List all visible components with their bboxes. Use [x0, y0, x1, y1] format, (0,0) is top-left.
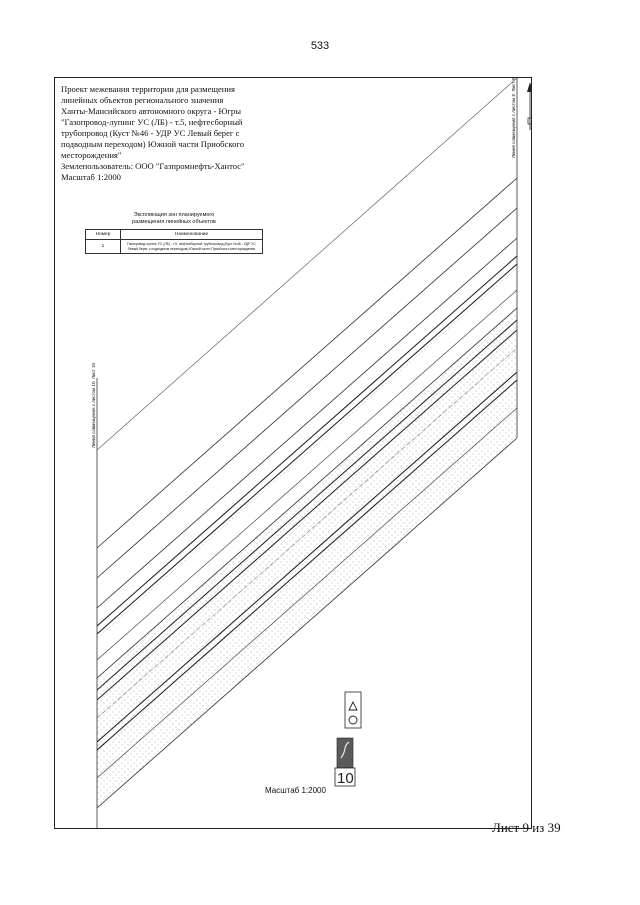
pipeline-line [97, 255, 517, 627]
scale-label: Масштаб 1:2000 [265, 786, 326, 795]
pipeline-line [97, 263, 517, 635]
boundary-line [97, 307, 517, 679]
title-line: подводным переходом) Южной части Приобск… [61, 139, 244, 149]
legend-col-name: Наименование [120, 229, 263, 240]
right-match-label: Линия совмещения с листом 8 Лист 8 [511, 77, 516, 158]
bottom-marker-icon [334, 691, 362, 787]
pipeline-line [97, 329, 517, 701]
legend-col-number: Номер [85, 229, 121, 240]
pipeline-line [97, 319, 517, 691]
boundary-line [97, 207, 517, 579]
map-drawing: 10 [96, 78, 531, 828]
pipeline-line [97, 371, 517, 743]
boundary-line [97, 407, 517, 779]
legend-row-name: Газопровод-лупинг УС (ЛБ) - т.5, нефтесб… [120, 239, 263, 254]
title-line: Ханты-Мансийского автономного округа - Ю… [61, 106, 241, 116]
left-match-label: Линия совмещения с листом 10 Лист 10 [91, 362, 96, 448]
bottom-number-label: 10 [337, 770, 354, 787]
title-line: месторождения" [61, 150, 122, 160]
boundary-line [97, 289, 517, 661]
page-number: 533 [310, 40, 330, 52]
legend-table: Номер Наименование 1 Газопровод-лупинг У… [85, 229, 263, 254]
land-user-line: Землепользователь: ООО "Газпромнефть-Хан… [61, 161, 245, 171]
planned-zone-area [97, 308, 517, 808]
map-sheet-frame: 10 Проект межевания территории для разме… [54, 77, 532, 829]
title-line: "Газопровод-лупинг УС (ЛБ) - т.5, нефтес… [61, 117, 243, 127]
title-line: Проект межевания территории для размещен… [61, 84, 235, 94]
scale-line: Масштаб 1:2000 [61, 172, 121, 182]
legend-row-number: 1 [85, 239, 121, 254]
title-line: трубопровод (Куст №46 - УДР УС Левый бер… [61, 128, 240, 138]
pipeline-line [97, 379, 517, 751]
north-arrow-icon [527, 82, 531, 130]
boundary-line [97, 237, 517, 609]
sheet-footer: Лист 9 из 39 [492, 820, 561, 835]
title-line: линейных объектов регионального значения [61, 95, 224, 105]
boundary-line [97, 437, 517, 809]
legend: Экспликация зон планируемого размещения … [85, 212, 263, 254]
title-block: Проект межевания территории для размещен… [61, 84, 301, 183]
boundary-line [97, 78, 517, 451]
boundary-line [97, 177, 517, 549]
legend-title: Экспликация зон планируемого размещения … [132, 212, 216, 225]
table-row: 1 Газопровод-лупинг УС (ЛБ) - т.5, нефте… [85, 239, 263, 254]
